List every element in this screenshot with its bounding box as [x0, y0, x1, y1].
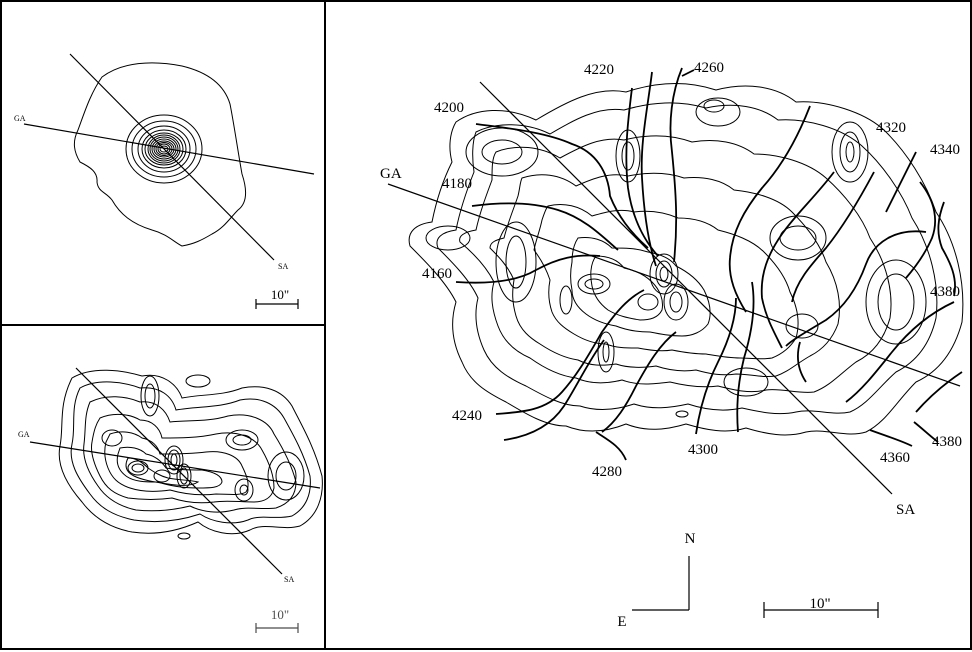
emission-contours	[58, 369, 323, 540]
isovelocity-4220	[640, 71, 657, 267]
isovelocity-4320	[791, 171, 875, 303]
isovelocity-4380	[845, 301, 955, 403]
ga-axis-line	[29, 441, 321, 489]
sa-axis-line	[479, 81, 893, 495]
scale-bar	[255, 299, 299, 309]
velocity-label: 4240	[452, 408, 482, 424]
scale-bar-label: 10"	[271, 607, 289, 622]
isovelocity-4300	[695, 297, 737, 435]
scale-bar-label: 10"	[271, 287, 289, 302]
continuum-contour-map: GA SA 10"	[14, 53, 315, 309]
velocity-field-map: GA SA 4200 4220 4260 4320 4340 4180 4160…	[380, 60, 964, 630]
compass-east-label: E	[617, 614, 626, 630]
ga-label: GA	[380, 166, 402, 182]
scale-bar	[255, 623, 299, 633]
panel-emission-line-image: GA SA 10"	[0, 324, 326, 650]
velocity-label: 4200	[434, 100, 464, 116]
isovelocity-4200	[475, 123, 649, 249]
isovelocity-4260	[669, 67, 683, 263]
ga-label: GA	[14, 114, 26, 123]
velocity-label: 4380	[932, 434, 962, 450]
compass-north-label: N	[685, 531, 696, 547]
velocity-labels: 4200 4220 4260 4320 4340 4180 4160 4380 …	[422, 60, 962, 480]
isovelocity-4180	[471, 202, 619, 251]
sa-axis-line	[69, 53, 275, 261]
velocity-label: 4380	[930, 284, 960, 300]
isovelocity-4280	[601, 331, 677, 433]
panel-continuum-image: GA SA 10"	[0, 0, 326, 326]
emission-contour-map: GA SA 10"	[18, 367, 323, 633]
isovelocity-4360	[869, 429, 913, 447]
sa-label: SA	[284, 575, 294, 584]
ga-axis-line	[387, 183, 961, 387]
velocity-label: 4360	[880, 450, 910, 466]
outer-isophote	[73, 62, 246, 247]
compass-arrows	[632, 556, 690, 611]
scale-bar-label: 10"	[809, 596, 830, 612]
velocity-label: 4280	[592, 464, 622, 480]
velocity-label: 4180	[442, 176, 472, 192]
sa-axis-line	[75, 367, 283, 575]
velocity-label: 4260	[694, 60, 724, 76]
panel-velocity-field: GA SA 4200 4220 4260 4320 4340 4180 4160…	[324, 0, 972, 650]
sa-label: SA	[278, 262, 288, 271]
velocity-label: 4160	[422, 266, 452, 282]
intensity-contours	[408, 83, 964, 436]
ga-label: GA	[18, 430, 30, 439]
velocity-label: 4300	[688, 442, 718, 458]
velocity-label: 4320	[876, 120, 906, 136]
isovelocity-4340	[937, 201, 956, 297]
isovelocity-4240	[495, 289, 645, 415]
ga-axis-line	[23, 123, 315, 175]
isovelocity-4160	[455, 254, 601, 284]
velocity-label: 4340	[930, 142, 960, 158]
isovelocity-contours	[455, 67, 963, 461]
velocity-label: 4220	[584, 62, 614, 78]
sa-label: SA	[896, 502, 915, 518]
scale-bar	[763, 602, 879, 618]
